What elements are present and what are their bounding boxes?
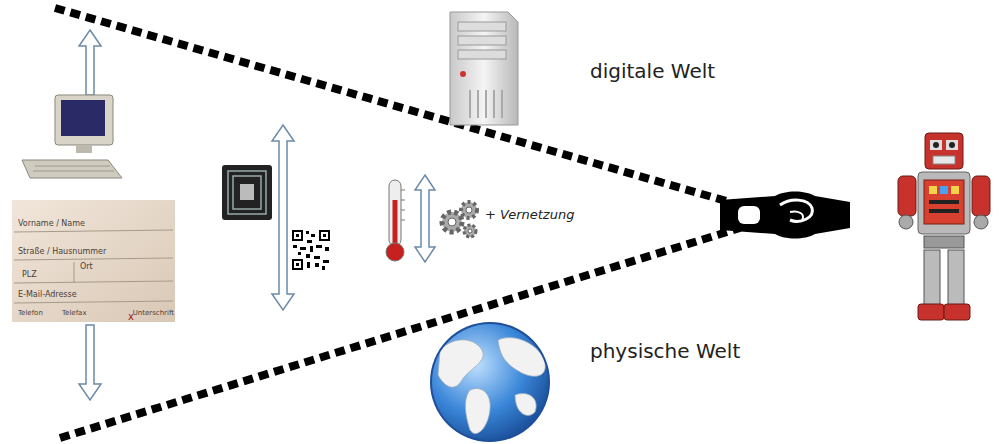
gears-icon bbox=[442, 202, 477, 237]
qr-code bbox=[292, 230, 330, 270]
server-icon bbox=[450, 12, 518, 125]
form-field: PLZ bbox=[22, 270, 37, 279]
double-arrow bbox=[415, 175, 435, 262]
boundary-line bbox=[55, 8, 740, 205]
robot-toy bbox=[898, 133, 990, 320]
form-field: Vorname / Name bbox=[18, 219, 85, 228]
arrow-up bbox=[79, 30, 101, 95]
form-field: Unterschrift bbox=[133, 309, 174, 317]
plug-icon bbox=[720, 192, 850, 239]
form-field: E-Mail-Adresse bbox=[18, 290, 77, 299]
note-label: + Vernetzung bbox=[485, 208, 574, 223]
form-field: Straße / Hausnummer bbox=[18, 247, 106, 256]
thermometer bbox=[386, 180, 405, 261]
form-field: Ort bbox=[80, 262, 93, 271]
form-field: Telefax bbox=[62, 309, 87, 317]
double-arrow bbox=[272, 125, 294, 310]
globe-icon bbox=[430, 322, 550, 442]
arrow-down bbox=[79, 325, 101, 400]
rfid-chip bbox=[222, 165, 272, 220]
computer-icon bbox=[22, 95, 122, 178]
form-field: Telefon bbox=[18, 309, 43, 317]
region-label: digitale Welt bbox=[590, 60, 715, 83]
region-label: physische Welt bbox=[590, 340, 740, 363]
form-paper: x bbox=[12, 200, 175, 322]
